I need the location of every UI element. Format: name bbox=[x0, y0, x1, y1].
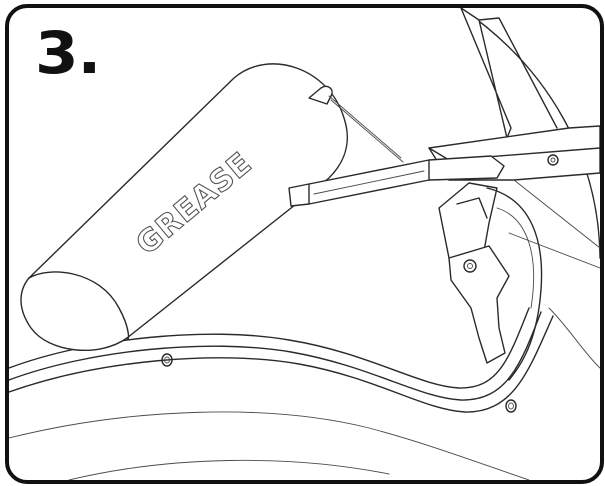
wheel-arc bbox=[460, 8, 600, 259]
grease-tube: GREASE bbox=[20, 63, 404, 351]
lever-assembly bbox=[288, 8, 600, 381]
bolt-upper bbox=[547, 154, 559, 166]
bolt-pivot bbox=[463, 259, 477, 273]
frame-hole-right bbox=[505, 399, 517, 413]
assembly-illustration: GREASE bbox=[9, 8, 600, 480]
frame-tube bbox=[9, 307, 600, 480]
frame-hole-left bbox=[161, 353, 173, 367]
instruction-panel: 3. GRE bbox=[5, 4, 604, 484]
step-number: 3. bbox=[35, 19, 101, 87]
